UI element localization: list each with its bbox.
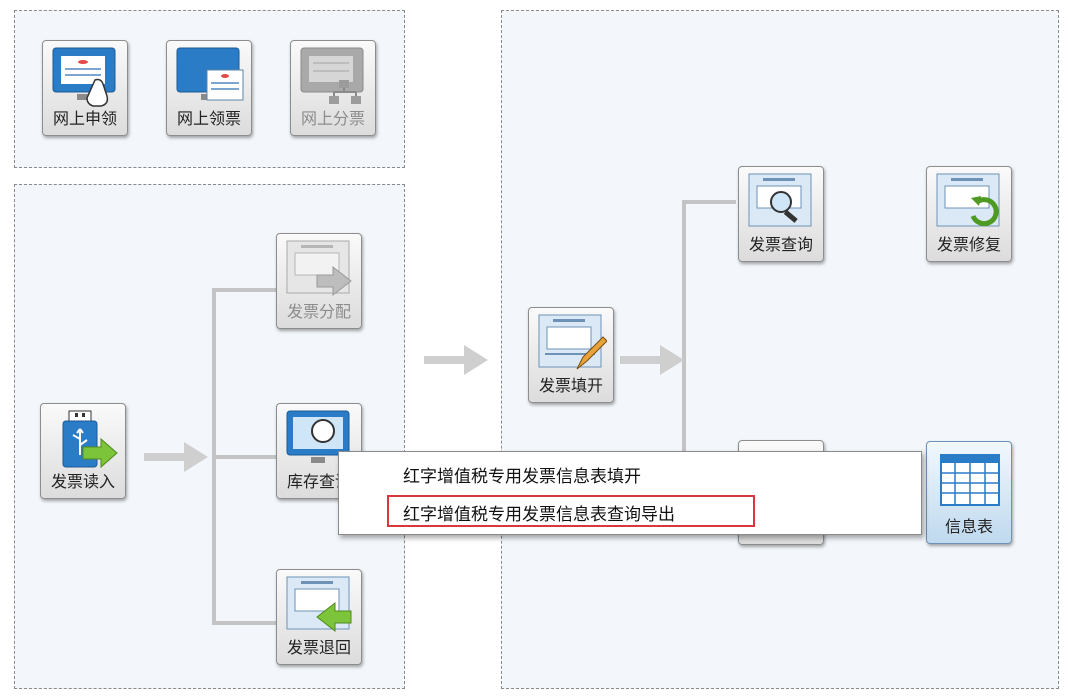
highlight-box xyxy=(387,495,755,527)
invoice-repair-button[interactable]: 发票修复 xyxy=(926,166,1012,262)
invoice-fill-icon xyxy=(538,314,607,370)
tree-connector xyxy=(212,288,276,292)
tile-label: 网上领票 xyxy=(176,109,241,128)
tree-connector xyxy=(212,621,276,625)
invoice-fill-button[interactable]: 发票填开 xyxy=(528,307,614,403)
tile-label: 发票查询 xyxy=(748,235,813,254)
context-menu: 红字增值税专用发票信息表填开 红字增值税专用发票信息表查询导出 xyxy=(338,451,922,535)
flow-arrow-icon xyxy=(424,345,488,375)
apply-online-button[interactable]: 网上申领 xyxy=(42,40,128,136)
table-icon xyxy=(940,454,1000,506)
tile-label: 网上申领 xyxy=(52,109,117,128)
tile-label: 发票读入 xyxy=(50,472,115,491)
apply-online-icon xyxy=(52,47,116,107)
invoice-repair-icon xyxy=(936,173,1000,227)
tree-connector xyxy=(682,200,686,500)
flow-arrow-icon xyxy=(144,442,208,472)
monitor-search-icon xyxy=(286,410,350,463)
flow-arrow-icon xyxy=(620,345,684,375)
tile-label: 发票退回 xyxy=(286,638,351,657)
tile-label: 信息表 xyxy=(944,517,993,536)
tree-connector xyxy=(682,200,736,204)
invoice-return-icon xyxy=(286,576,352,633)
invoice-query-button[interactable]: 发票查询 xyxy=(738,166,824,262)
info-sheet-button[interactable]: 信息表 xyxy=(926,441,1012,544)
distribute-online-button[interactable]: 网上分票 xyxy=(290,40,376,136)
tile-label: 发票修复 xyxy=(936,235,1001,254)
usb-read-icon xyxy=(62,410,118,469)
tile-label: 发票分配 xyxy=(286,302,351,321)
invoice-read-button[interactable]: 发票读入 xyxy=(40,403,126,499)
tile-label: 网上分票 xyxy=(300,109,365,128)
menu-item-fill-info-sheet[interactable]: 红字增值税专用发票信息表填开 xyxy=(403,467,641,487)
invoice-distribute-icon xyxy=(286,240,352,297)
tree-connector xyxy=(212,455,276,459)
receive-online-icon xyxy=(176,47,244,101)
tile-label: 发票填开 xyxy=(538,376,603,395)
receive-online-button[interactable]: 网上领票 xyxy=(166,40,252,136)
invoice-distribute-button[interactable]: 发票分配 xyxy=(276,233,362,329)
invoice-return-button[interactable]: 发票退回 xyxy=(276,569,362,665)
tile-label: 库存查询 xyxy=(286,472,351,491)
menu-item-query-export-info-sheet[interactable]: 红字增值税专用发票信息表查询导出 xyxy=(403,505,675,525)
distribute-online-icon xyxy=(300,47,364,104)
invoice-search-icon xyxy=(748,173,812,227)
